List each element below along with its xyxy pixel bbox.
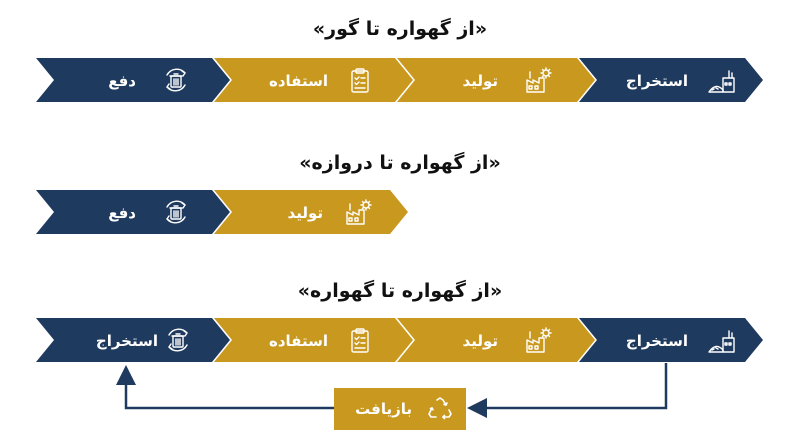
stage-label: استخراج — [626, 332, 688, 350]
stage-label: استفاده — [269, 72, 328, 90]
stage-production: تولید — [214, 190, 408, 234]
stage-extraction: استخراج — [579, 58, 763, 102]
stage-disposal: دفع — [36, 190, 230, 234]
stage-label: تولید — [463, 332, 498, 350]
stage-label: بازیافت — [355, 400, 412, 418]
stage-disposal-extraction: استخراج — [36, 318, 230, 362]
row-cradle-to-gate: دفع تولید — [36, 190, 408, 234]
loop-arrow-to-recycle — [467, 363, 668, 418]
row-cradle-to-grave: دفع استفاده تولید استخراج — [36, 58, 763, 102]
stage-label: دفع — [108, 72, 136, 90]
stage-production: تولید — [397, 318, 595, 362]
stage-recycling: بازیافت — [334, 388, 466, 430]
stage-disposal: دفع — [36, 58, 230, 102]
stage-label: دفع — [108, 204, 136, 222]
stage-production: تولید — [397, 58, 595, 102]
stage-label: تولید — [463, 72, 498, 90]
title-cradle-to-grave: «از گهواره تا گور» — [312, 18, 488, 40]
stage-label: استخراج — [96, 332, 158, 350]
stage-extraction: استخراج — [579, 318, 763, 362]
stage-label: استفاده — [269, 332, 328, 350]
stage-use: استفاده — [214, 318, 413, 362]
row-cradle-to-cradle: استخراج استفاده تولید استخراج بازیافت — [36, 318, 763, 430]
title-cradle-to-cradle: «از گهواره تا گهواره» — [297, 280, 503, 302]
stage-label: استخراج — [626, 72, 688, 90]
loop-arrow-from-recycle — [116, 365, 334, 410]
title-cradle-to-gate: «از گهواره تا دروازه» — [299, 152, 501, 174]
stage-use: استفاده — [214, 58, 413, 102]
stage-label: تولید — [288, 204, 323, 222]
